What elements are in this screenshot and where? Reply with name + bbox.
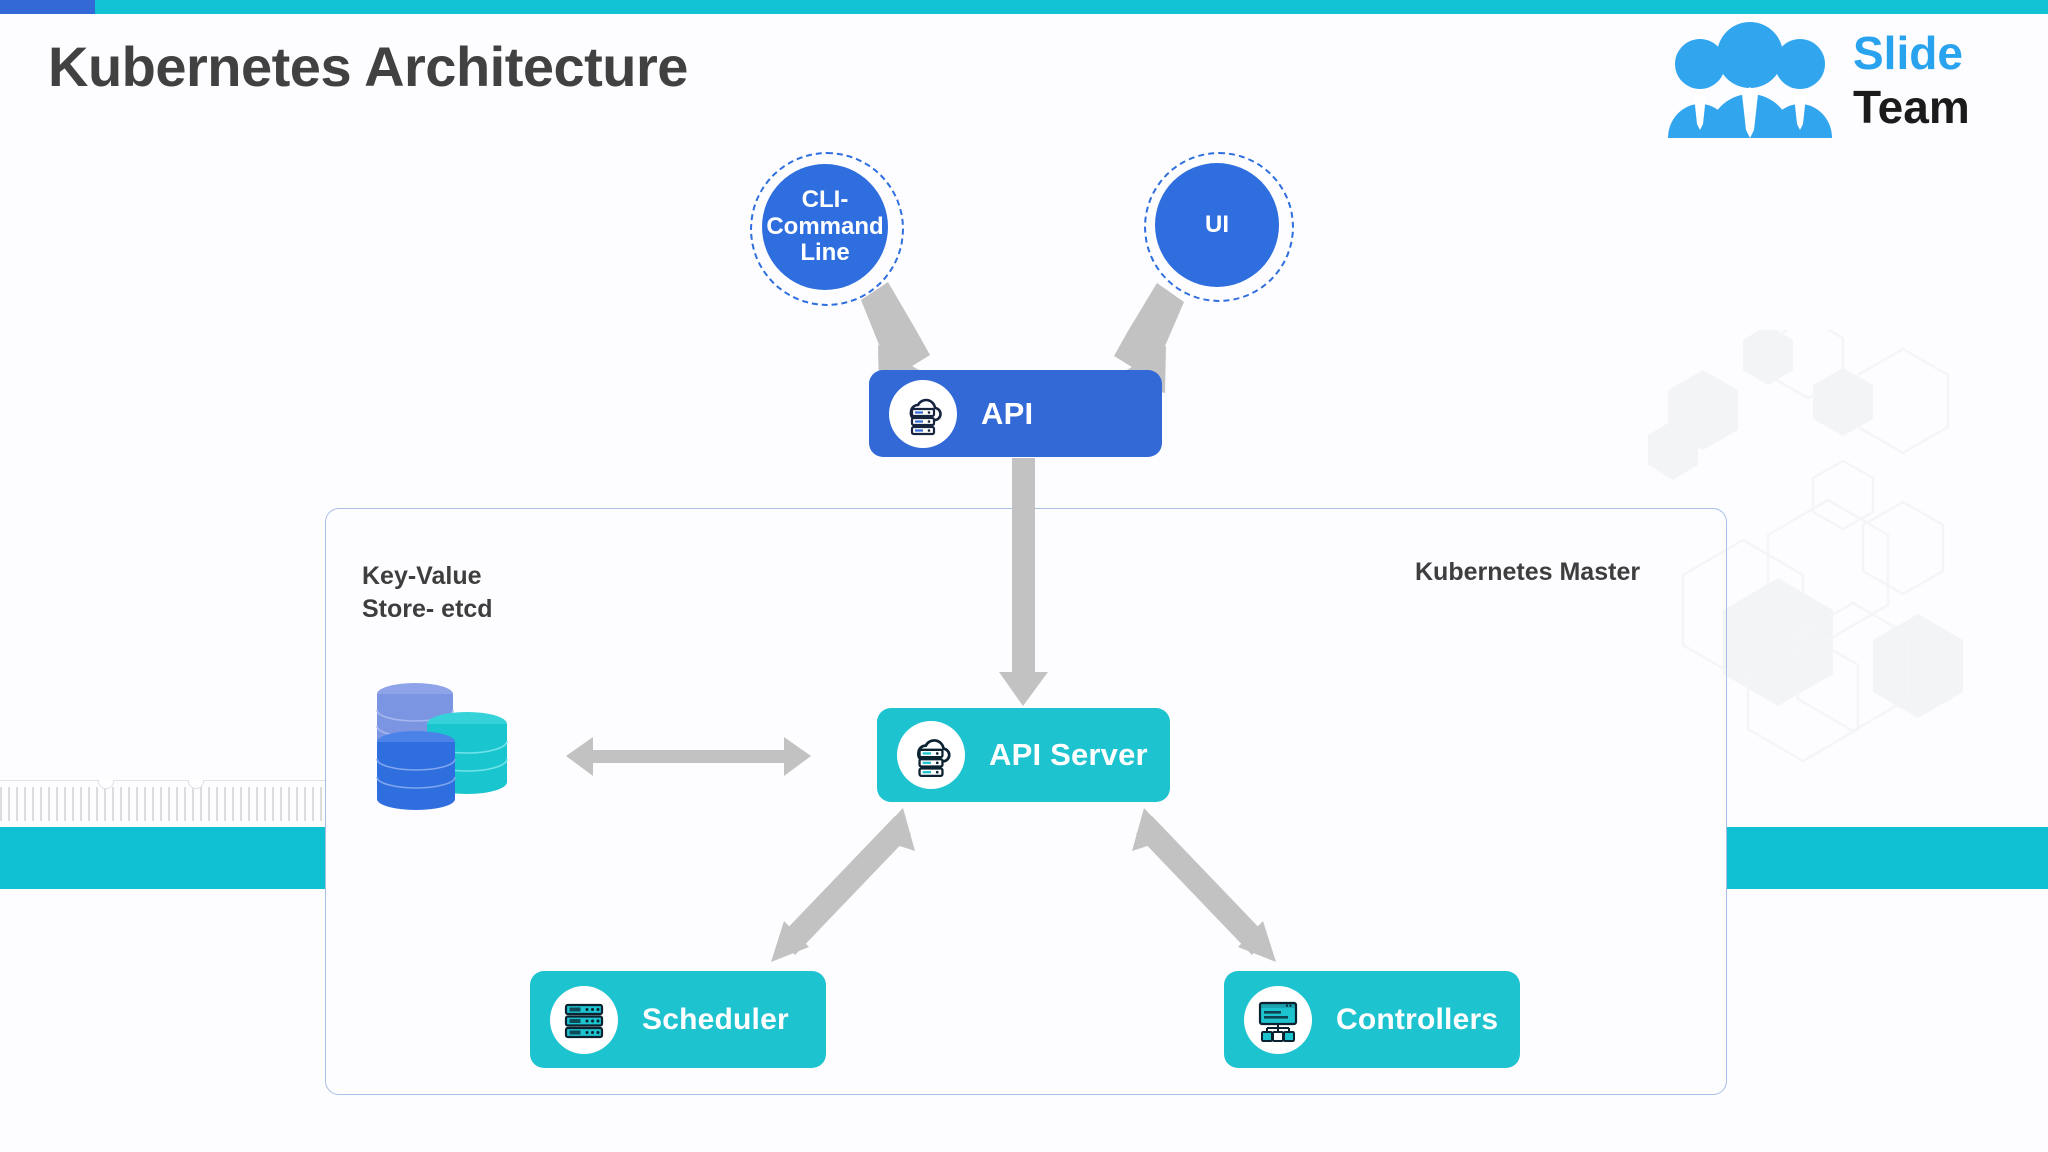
teal-band-right — [1727, 827, 2048, 889]
scheduler-label: Scheduler — [642, 1002, 789, 1036]
controllers-label: Controllers — [1336, 1002, 1499, 1036]
cli-command-line-node[interactable]: CLI- Command Line — [762, 164, 888, 290]
kv-label-line1: Key-Value — [362, 562, 482, 590]
database-cylinders-icon — [376, 683, 508, 810]
ui-node[interactable]: UI — [1155, 163, 1279, 287]
slideteam-logo: Slide Team — [1658, 18, 2028, 158]
cli-circle-ring — [750, 152, 904, 306]
server-rack-icon — [550, 985, 618, 1054]
kv-label-line2: Store- etcd — [362, 595, 493, 623]
page-title: Kubernetes Architecture — [48, 35, 688, 98]
api-label: API — [981, 395, 1034, 431]
cloud-server-icon — [897, 721, 965, 789]
ui-label: UI — [1205, 210, 1229, 238]
controllers-node[interactable]: Controllers — [1224, 971, 1520, 1068]
logo-text-team: Team — [1853, 81, 1970, 133]
scheduler-node[interactable]: Scheduler — [530, 971, 826, 1068]
cli-label: CLI- Command Line — [766, 185, 884, 267]
controller-hierarchy-icon — [1244, 985, 1312, 1054]
api-node[interactable]: API — [869, 370, 1162, 457]
api-server-label: API Server — [989, 737, 1148, 772]
people-group-icon — [1668, 22, 1832, 138]
key-value-store-label: Key-Value Store- etcd — [362, 560, 493, 626]
topbar-blue-segment — [0, 0, 95, 14]
ui-circle-ring — [1144, 152, 1294, 302]
kubernetes-master-label: Kubernetes Master — [1415, 558, 1641, 586]
api-server-node[interactable]: API Server — [877, 708, 1170, 802]
teal-band-left — [0, 827, 325, 889]
cloud-server-icon — [889, 379, 957, 448]
topbar-teal-segment — [95, 0, 2048, 14]
ruler-decoration — [0, 780, 325, 826]
logo-text-slide: Slide — [1853, 27, 1963, 79]
